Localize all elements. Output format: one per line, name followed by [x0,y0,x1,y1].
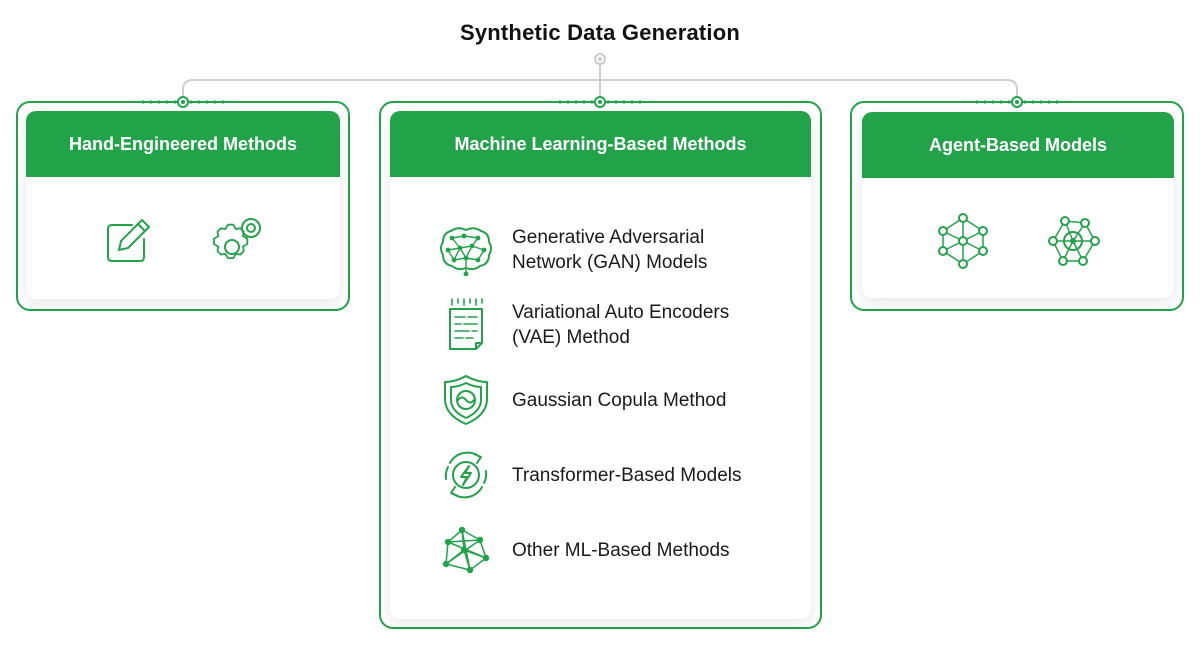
list-item-gan: Generative Adversarial Network (GAN) Mod… [438,222,811,278]
brain-network-icon [438,222,494,278]
agent-based-header: Agent-Based Models [862,112,1174,178]
agent-based-card: Agent-Based Models [850,101,1184,311]
diagram-title: Synthetic Data Generation [459,20,741,45]
list-item-gaussian-copula: Gaussian Copula Method [438,372,811,428]
vae-label: Variational Auto Encoders (VAE) Method [512,302,730,348]
ml-methods-dots [558,96,642,108]
list-item-vae: Variational Auto Encoders (VAE) Method [438,297,811,353]
gan-label: Generative Adversarial Network (GAN) Mod… [512,227,708,273]
node-mesh-icon [438,522,494,578]
agent-based-dots [975,96,1059,108]
gaussian-copula-label: Gaussian Copula Method [512,389,727,411]
list-item-transformer: Transformer-Based Models [438,447,811,503]
agent-based-panel: Agent-Based Models [862,112,1174,298]
hand-engineered-dots [141,96,225,108]
list-item-other-ml: Other ML-Based Methods [438,522,811,578]
hub-network-icon [1043,211,1103,271]
energy-cycle-icon [438,447,494,503]
data-document-icon [438,297,494,353]
hand-engineered-header: Hand-Engineered Methods [26,111,340,177]
shield-icon [438,372,494,428]
ml-methods-card: Machine Learning-Based Methods Generativ… [379,101,822,629]
hand-engineered-icons [26,211,340,271]
ml-methods-panel: Machine Learning-Based Methods Generativ… [390,111,811,619]
transformer-label: Transformer-Based Models [512,464,742,486]
edit-icon [98,211,158,271]
agent-based-icons [862,211,1174,271]
gears-icon [208,211,268,271]
hand-engineered-panel: Hand-Engineered Methods [26,111,340,299]
other-ml-label: Other ML-Based Methods [512,539,730,561]
neural-network-icon [933,211,993,271]
ml-methods-header: Machine Learning-Based Methods [390,111,811,177]
hand-engineered-card: Hand-Engineered Methods [16,101,350,311]
